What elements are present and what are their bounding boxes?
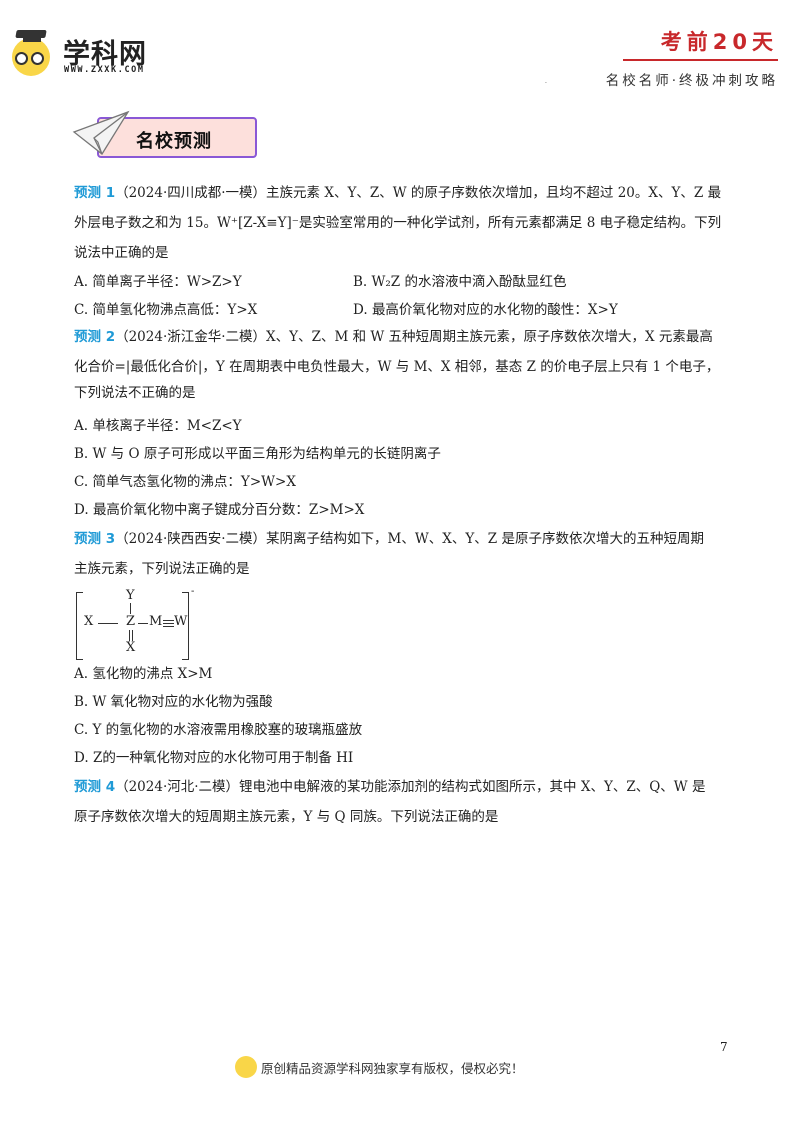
single-bond-vertical [130,603,131,614]
atom-right2: W [174,614,188,629]
option-text: 最高价氧化物对应的水化物的酸性：X>Y [371,302,618,318]
question-line: 预测 4（2024·河北·二模）锂电池中电解液的某功能添加剂的结构式如图所示，其… [74,772,734,802]
question-source: （2024·陕西西安·二模） [115,531,267,547]
option-text: 简单氢化物沸点高低：Y>X [92,302,258,318]
triple-bond [163,623,174,624]
option-key: A. [74,274,89,290]
graduation-cap-base [23,36,41,42]
option-d: D. 最高价氧化物对应的水化物的酸性：X>Y [353,298,618,318]
question-4: 预测 4（2024·河北·二模）锂电池中电解液的某功能添加剂的结构式如图所示，其… [74,772,734,832]
logo-title: 学科网 [63,39,147,70]
atom-center: Z [126,614,136,629]
brand-subtitle: 名校名师·终极冲刺攻略 [605,73,778,89]
option-key: B. [74,694,89,710]
brand-divider [623,59,778,61]
question-line: 预测 2（2024·浙江金华·二模）X、Y、Z、M 和 W 五种短周期主族元素，… [74,322,734,352]
question-stem: 外层电子数之和为 15。W⁺[Z-X≡Y]⁻是实验室常用的一种化学试剂，所有元素… [74,215,722,231]
charge-sign: - [191,586,195,597]
single-bond [138,623,148,624]
option-key: C. [74,302,89,318]
option-d: D. 最高价氧化物中离子键成分百分数：Z>M>X [74,498,364,518]
option-key: A. [74,666,89,682]
glasses-icon [31,52,44,65]
option-a: A. 氢化物的沸点 X>M [74,662,212,682]
option-c: C. 简单氢化物沸点高低：Y>X [74,298,257,318]
option-text: Z的一种氧化物对应的水化物可用于制备 HI [92,750,354,766]
option-key: B. [353,274,368,290]
glasses-icon [15,52,28,65]
brand-title: 考前20天 [660,30,778,54]
brand-block: 考前20天 名校名师·终极冲刺攻略 [606,26,778,89]
section-title: 名校预测 [136,131,212,152]
option-text: 简单气态氢化物的沸点：Y>W>X [92,474,296,490]
option-text: 单核离子半径：M<Z<Y [92,418,242,434]
question-line: 预测 3（2024·陕西西安·二模）某阴离子结构如下，M、W、X、Y、Z 是原子… [74,524,734,554]
question-label: 预测 2 [74,329,116,345]
double-bond [129,630,130,641]
option-key: D. [74,750,89,766]
option-b: B. W 与 O 原子可形成以平面三角形为结构单元的长链阴离子 [74,442,441,462]
question-stem: 说法中正确的是 [74,245,169,261]
anion-structure-diagram: - Y X Z M W X [74,586,204,660]
triple-bond [163,620,174,621]
question-label: 预测 3 [74,531,116,547]
question-label: 预测 1 [74,185,116,201]
option-key: B. [74,446,89,462]
option-a: A. 简单离子半径：W>Z>Y [74,270,242,290]
option-d: D. Z的一种氧化物对应的水化物可用于制备 HI [74,746,353,766]
question-stem: 原子序数依次增大的短周期主族元素，Y 与 Q 同族。下列说法正确的是 [74,809,499,825]
page-number: 7 [720,1040,728,1054]
question-2: 预测 2（2024·浙江金华·二模）X、Y、Z、M 和 W 五种短周期主族元素，… [74,322,734,404]
option-b: B. W 氧化物对应的水化物为强酸 [74,690,273,710]
option-text: W 氧化物对应的水化物为强酸 [92,694,273,710]
question-stem: 化合价=|最低化合价|，Y 在周期表中电负性最大，W 与 M、X 相邻，基态 Z… [74,359,720,375]
question-source: （2024·四川成都·一模） [115,185,267,201]
option-text: 最高价氧化物中离子键成分百分数：Z>M>X [92,502,365,518]
question-stem: 某阴离子结构如下，M、W、X、Y、Z 是原子序数依次增大的五种短周期 [266,531,704,547]
option-c: C. 简单气态氢化物的沸点：Y>W>X [74,470,296,490]
option-text: Y 的氢化物的水溶液需用橡胶塞的玻璃瓶盛放 [92,722,363,738]
option-key: D. [74,502,89,518]
atom-left: X [84,614,94,629]
question-stem: 下列说法不正确的是 [74,385,196,401]
paper-plane-icon [72,110,130,155]
atom-bottom: X [126,640,136,655]
mascot-face-icon [235,1056,257,1078]
option-key: C. [74,722,89,738]
question-source: （2024·河北·二模） [115,779,240,795]
question-label: 预测 4 [74,779,116,795]
option-text: W 与 O 原子可形成以平面三角形为结构单元的长链阴离子 [92,446,441,462]
option-c: C. Y 的氢化物的水溶液需用橡胶塞的玻璃瓶盛放 [74,718,362,738]
option-text: 氢化物的沸点 X>M [92,666,213,682]
right-bracket [182,592,189,660]
question-stem: 主族元素 X、Y、Z、W 的原子序数依次增加，且均不超过 20。X、Y、Z 最 [266,185,722,201]
question-source: （2024·浙江金华·二模） [115,329,267,345]
left-bracket [76,592,83,660]
atom-top: Y [126,588,135,603]
dot-mark: . [545,78,547,85]
question-1: 预测 1（2024·四川成都·一模）主族元素 X、Y、Z、W 的原子序数依次增加… [74,178,734,268]
option-a: A. 单核离子半径：M<Z<Y [74,414,242,434]
double-bond [132,630,133,641]
question-line: 预测 1（2024·四川成都·一模）主族元素 X、Y、Z、W 的原子序数依次增加… [74,178,734,208]
question-stem: 主族元素，下列说法正确的是 [74,561,250,577]
option-key: A. [74,418,89,434]
single-bond [98,623,118,624]
question-stem: X、Y、Z、M 和 W 五种短周期主族元素，原子序数依次增大，X 元素最高 [266,329,713,345]
section-banner: 名校预测 [72,110,262,162]
option-text: W₂Z 的水溶液中滴入酚酞显红色 [371,274,567,290]
logo-url: WWW.ZXXK.COM [64,65,145,75]
option-key: D. [353,302,368,318]
triple-bond [163,626,174,627]
option-b: B. W₂Z 的水溶液中滴入酚酞显红色 [353,270,566,290]
zxxk-logo: 学科网 WWW.ZXXK.COM [8,24,158,76]
option-key: C. [74,474,89,490]
question-3: 预测 3（2024·陕西西安·二模）某阴离子结构如下，M、W、X、Y、Z 是原子… [74,524,734,584]
question-stem: 锂电池中电解液的某功能添加剂的结构式如图所示，其中 X、Y、Z、Q、W 是 [239,779,706,795]
copyright-text: 原创精品资源学科网独家享有版权，侵权必究！ [261,1061,524,1076]
atom-right1: M [149,614,163,629]
option-text: 简单离子半径：W>Z>Y [92,274,242,290]
